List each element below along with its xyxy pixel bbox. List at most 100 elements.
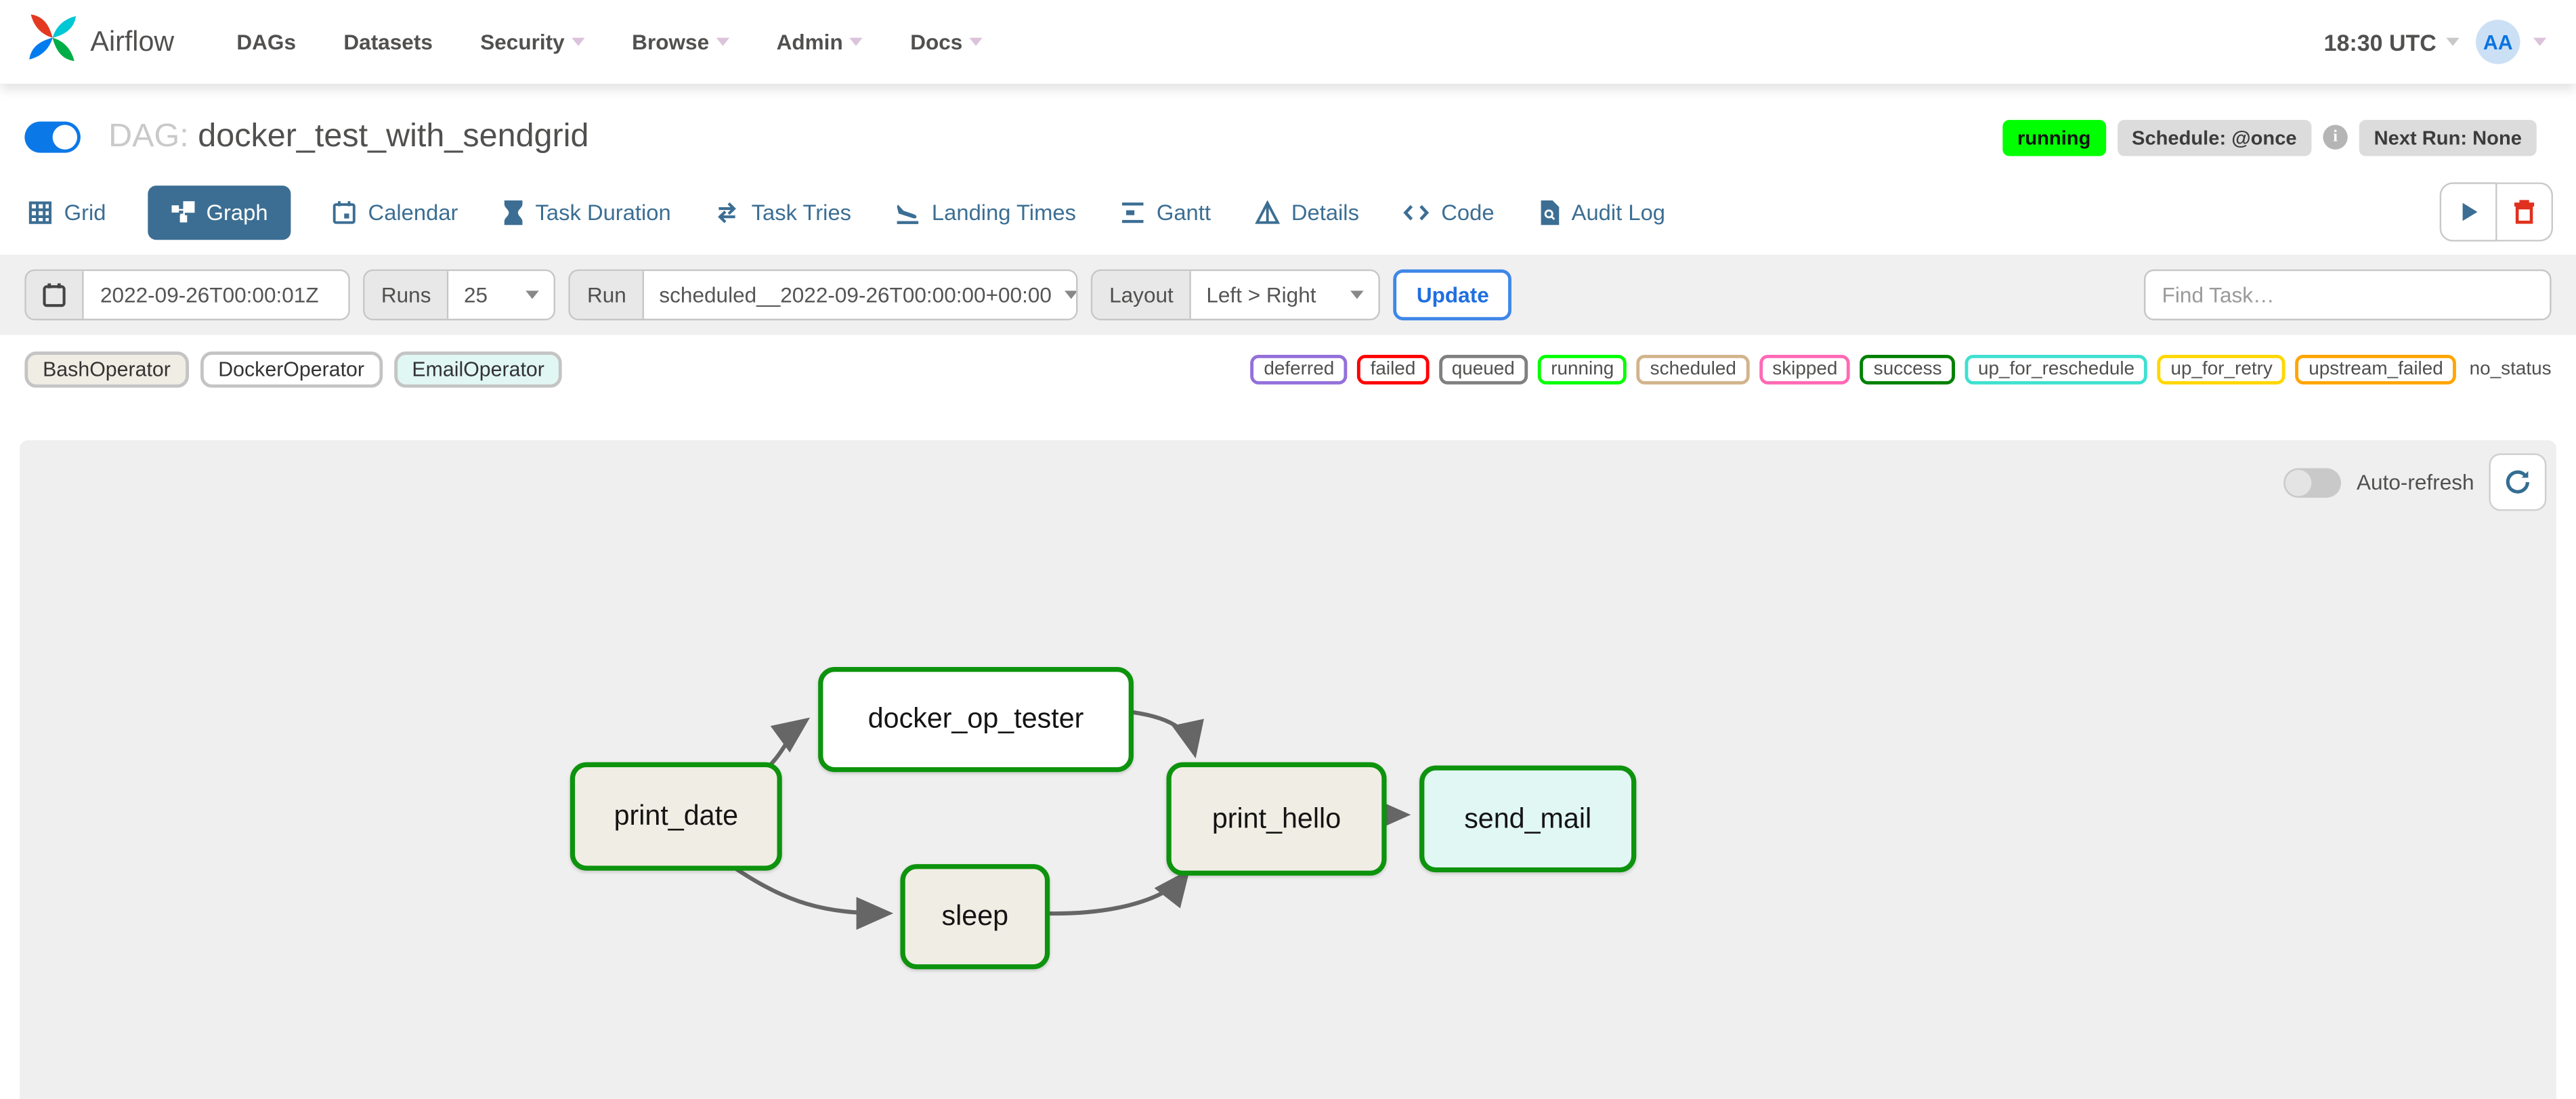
num-runs-select[interactable]: 25 (449, 271, 555, 319)
nav-item-security[interactable]: Security (480, 30, 584, 54)
task-node-docker_op_tester[interactable]: docker_op_tester (818, 666, 1134, 773)
status-badge-up_for_reschedule: up_for_reschedule (1965, 355, 2148, 385)
dag-action-buttons (2439, 182, 2554, 242)
run-label: Run (570, 271, 645, 319)
base-date-input[interactable] (83, 271, 349, 319)
find-task-input[interactable] (2143, 269, 2552, 321)
chevron-down-icon (526, 290, 540, 299)
nav-item-admin[interactable]: Admin (777, 30, 863, 54)
calendar-icon (332, 200, 356, 223)
run-group: Run scheduled__2022-09-26T00:00:00+00:00 (569, 269, 1078, 321)
task-node-print_date[interactable]: print_date (570, 762, 782, 871)
status-badge-skipped: skipped (1759, 355, 1851, 385)
chevron-down-icon (571, 37, 584, 46)
chevron-down-icon (1350, 290, 1365, 299)
hourglass-icon (504, 199, 523, 225)
update-button[interactable]: Update (1393, 269, 1512, 321)
plane-landing-icon (897, 203, 919, 223)
schedule-badge: Schedule: @once (2117, 118, 2312, 156)
dag-state-badge: running (2002, 118, 2106, 156)
auto-refresh-label: Auto-refresh (2357, 469, 2474, 495)
tab-audit-log[interactable]: Audit Log (1535, 185, 1669, 239)
airflow-logo-icon (24, 10, 80, 74)
edge-docker_op_tester-to-print_hello (1125, 709, 1204, 759)
tab-task-duration[interactable]: Task Duration (499, 185, 674, 239)
chevron-down-icon (969, 37, 983, 46)
run-select[interactable]: scheduled__2022-09-26T00:00:00+00:00 (644, 271, 1077, 319)
nav-item-datasets[interactable]: Datasets (343, 29, 433, 55)
status-legend: deferred failed queued running scheduled skip… (1250, 355, 2555, 385)
status-badge-deferred: deferred (1250, 355, 1348, 385)
filter-bar: Runs 25 Run scheduled__2022-09-26T00:00:… (0, 255, 2576, 335)
audit-log-icon (1540, 199, 1559, 225)
calendar-addon (26, 271, 84, 319)
layout-group: Layout Left > Right (1091, 269, 1381, 321)
status-badge-success: success (1860, 355, 1956, 385)
status-badge-running: running (1537, 355, 1627, 385)
num-runs-group: Runs 25 (363, 269, 556, 321)
utc-clock[interactable]: 18:30 UTC (2324, 28, 2460, 55)
task-node-print_hello[interactable]: print_hello (1166, 762, 1387, 876)
operator-badge-dockeroperator: DockerOperator (200, 351, 383, 388)
view-tabs: Grid Graph Calendar Task Duration Task T… (24, 184, 1669, 239)
edge-print_date-to-sleep (723, 859, 894, 930)
dag-name: docker_test_with_sendgrid (198, 118, 589, 155)
trash-icon (2514, 200, 2535, 224)
layout-select[interactable]: Left > Right (1191, 271, 1379, 319)
chevron-down-icon (1065, 290, 1077, 299)
refresh-button[interactable] (2489, 453, 2547, 511)
runs-label: Runs (364, 271, 450, 319)
chevron-down-icon (2533, 37, 2547, 46)
refresh-icon (2506, 470, 2529, 494)
base-date-group (24, 269, 350, 321)
calendar-icon (43, 283, 66, 307)
user-menu[interactable]: AA (2476, 20, 2547, 64)
tab-landing-times[interactable]: Landing Times (893, 185, 1079, 239)
dag-pause-toggle[interactable] (24, 121, 81, 153)
tab-code[interactable]: Code (1400, 185, 1498, 239)
layout-label: Layout (1092, 271, 1192, 319)
toggle-knob (2285, 469, 2313, 496)
tab-details[interactable]: Details (1252, 185, 1362, 239)
chevron-down-icon (849, 37, 863, 46)
brand-name: Airflow (90, 25, 175, 57)
dag-header: DAG: docker_test_with_sendgrid running S… (0, 83, 2576, 173)
tab-grid[interactable]: Grid (24, 185, 109, 239)
status-badge-scheduled: scheduled (1637, 355, 1750, 385)
nav-item-dags[interactable]: DAGs (236, 29, 297, 55)
tab-task-tries[interactable]: Task Tries (712, 185, 854, 239)
graph-icon (171, 200, 194, 222)
task-node-send_mail[interactable]: send_mail (1419, 765, 1637, 873)
delete-dag-button[interactable] (2497, 182, 2554, 242)
auto-refresh-toggle[interactable] (2284, 467, 2342, 497)
next-run-badge: Next Run: None (2359, 118, 2537, 156)
status-badge-failed: failed (1357, 355, 1429, 385)
tab-gantt[interactable]: Gantt (1117, 185, 1214, 239)
avatar: AA (2476, 20, 2520, 64)
details-icon (1255, 199, 1280, 223)
code-icon (1403, 204, 1430, 220)
status-badge-queued: queued (1438, 355, 1528, 385)
play-icon (2462, 202, 2477, 221)
status-badge-up_for_retry: up_for_retry (2158, 355, 2286, 385)
trigger-dag-button[interactable] (2439, 182, 2497, 242)
grid-icon (28, 200, 52, 223)
task-node-sleep[interactable]: sleep (900, 864, 1050, 970)
chevron-down-icon (715, 37, 729, 46)
view-tabs-row: Grid Graph Calendar Task Duration Task T… (0, 172, 2576, 255)
repeat-icon (718, 201, 737, 223)
chevron-down-icon (2446, 37, 2460, 46)
dag-label-prefix: DAG: (108, 118, 189, 155)
info-icon[interactable]: i (2323, 125, 2348, 150)
tab-calendar[interactable]: Calendar (328, 185, 461, 239)
toggle-knob (52, 125, 78, 150)
nav-item-docs[interactable]: Docs (910, 30, 983, 54)
airflow-brand[interactable]: Airflow (24, 10, 174, 74)
nav-item-browse[interactable]: Browse (632, 30, 729, 54)
dag-header-badges: running Schedule: @once i Next Run: None (2002, 118, 2537, 156)
tab-graph[interactable]: Graph (147, 184, 291, 239)
nav-menu: DAGs Datasets Security Browse Admin Docs (236, 29, 983, 55)
